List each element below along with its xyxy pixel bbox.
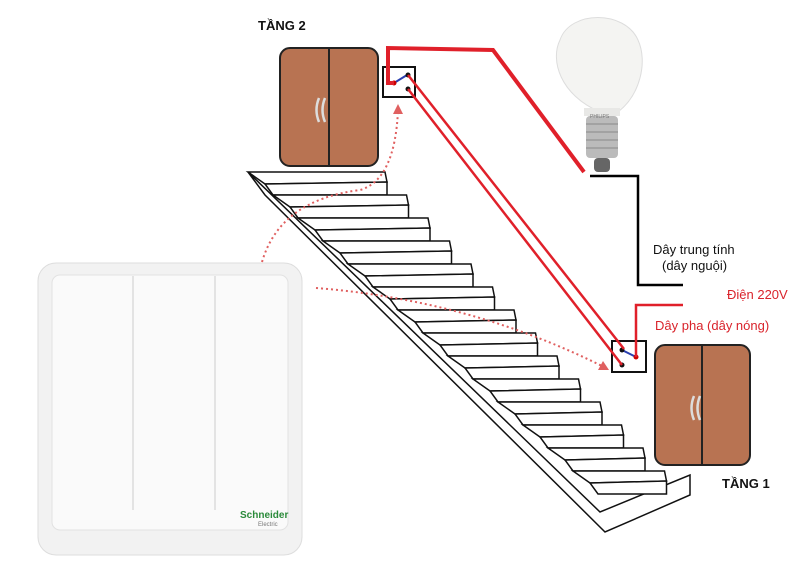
schneider-logo: Schneider <box>240 510 288 521</box>
stair-riser <box>588 480 668 495</box>
neutral-wire-sublabel: (dây nguội) <box>662 258 728 273</box>
stair-riser <box>538 434 625 449</box>
wall-switch-plate: Schneider Electric <box>37 262 303 556</box>
philips-logo: PHILIPS <box>590 114 610 120</box>
stair-riser <box>438 342 539 357</box>
stair-riser <box>563 457 646 472</box>
arrow-head-icon <box>393 104 403 114</box>
stair-riser <box>413 319 517 334</box>
staircase <box>245 171 691 533</box>
switch-location-arrows <box>261 109 605 368</box>
floor-1-label: TẦNG 1 <box>722 476 770 491</box>
stair-riser <box>513 411 603 426</box>
stair-stringer <box>247 171 691 533</box>
svg-text:Electric: Electric <box>258 522 278 528</box>
door-floor-2 <box>279 47 379 167</box>
neutral-wire-label: Dây trung tính <box>653 242 735 257</box>
switch-floor-1 <box>611 340 647 373</box>
stair-riser <box>313 227 431 242</box>
phase-wires <box>386 45 683 366</box>
stair-riser <box>463 365 560 380</box>
phase-wire-label: Dây pha (dây nóng) <box>655 318 770 333</box>
stair-riser <box>288 204 410 219</box>
floor-2-label: TẦNG 2 <box>258 18 306 33</box>
voltage-label: Điện 220V <box>727 287 788 302</box>
stair-riser <box>388 296 496 311</box>
neutral-wire <box>590 174 683 287</box>
stair-riser <box>488 388 582 403</box>
stair-riser <box>263 181 388 196</box>
light-bulb: PHILIPS <box>555 17 643 172</box>
door-floor-1 <box>654 344 751 466</box>
stair-riser <box>338 250 453 265</box>
arrow-head-icon <box>598 361 609 370</box>
stair-riser <box>363 273 474 288</box>
